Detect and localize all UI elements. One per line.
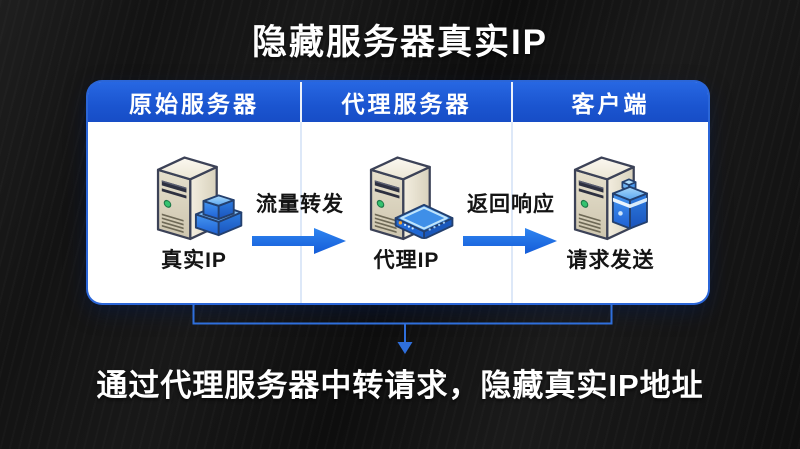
right-arrow-icon [463,228,557,254]
right-arrow-icon [252,228,346,254]
flow-card: 原始服务器 代理服务器 客户端 真实IP 代理IP [88,82,708,303]
column-client: 请求发送 [511,122,708,303]
response-return-arrow-group: 返回响应 [436,192,586,256]
page-title: 隐藏服务器真实IP [251,23,549,62]
header-proxy-server: 代理服务器 [300,82,511,122]
proxy-server-label: 代理IP [373,249,440,272]
response-return-label: 返回响应 [467,193,555,216]
origin-server-label: 真实IP [161,249,227,272]
down-arrow-icon [397,342,413,354]
flow-card-body: 真实IP 代理IP 请求发送 流量转发 [88,122,708,303]
client-label: 请求发送 [566,249,655,272]
summary-caption: 通过代理服务器中转请求，隐藏真实IP地址 [96,368,704,403]
traffic-forward-label: 流量转发 [256,193,344,216]
column-origin-server: 真实IP [88,122,300,303]
flow-card-header: 原始服务器 代理服务器 客户端 [88,82,708,122]
header-origin-server: 原始服务器 [88,82,300,122]
header-client: 客户端 [511,82,708,122]
traffic-forward-arrow-group: 流量转发 [225,192,375,256]
column-proxy-server: 代理IP [300,122,511,303]
